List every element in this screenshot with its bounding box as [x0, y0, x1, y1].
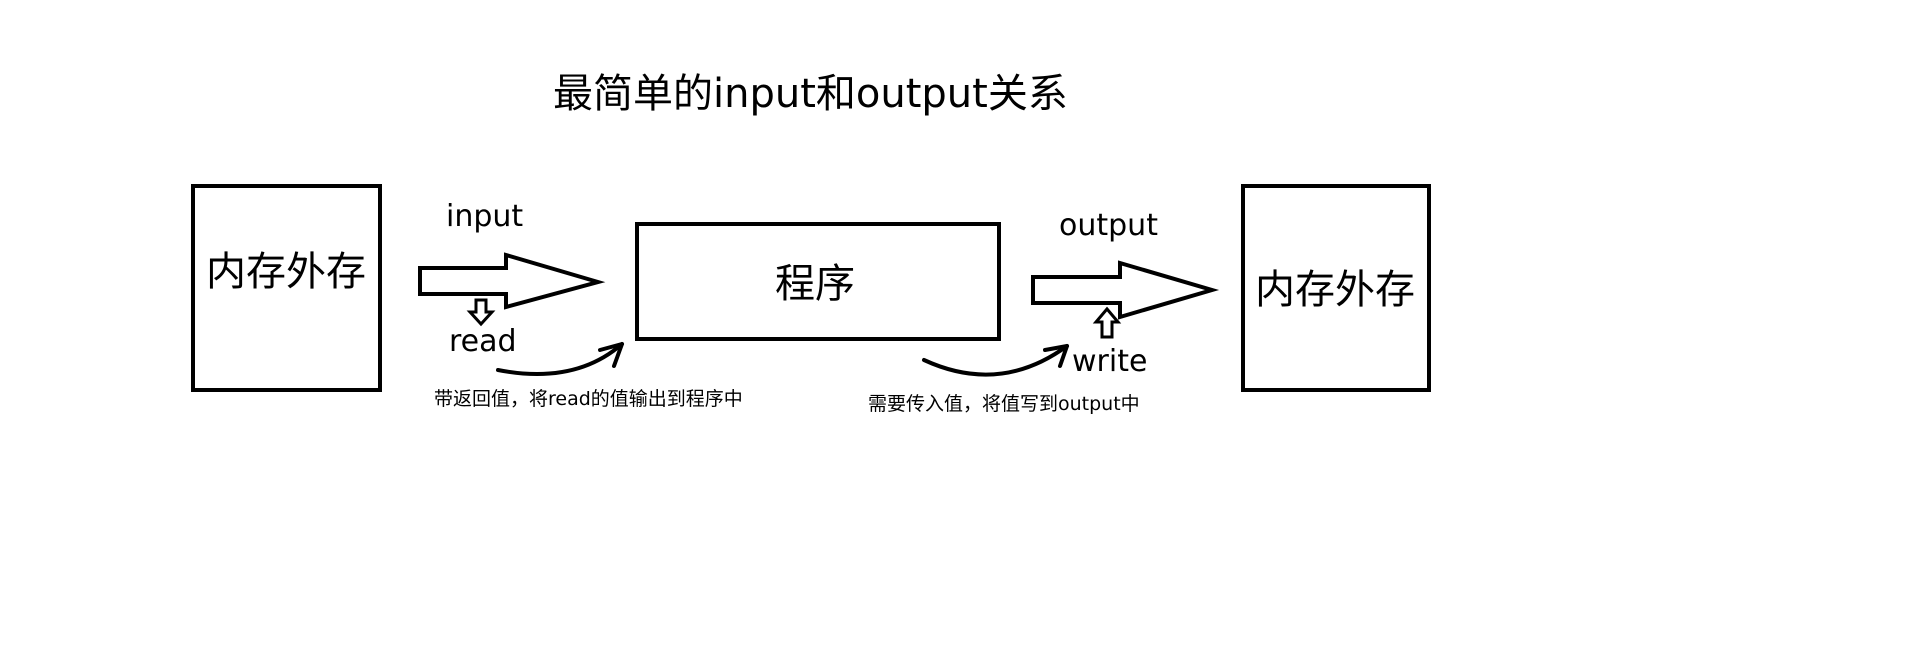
right-storage-label: 内存外存 — [1255, 267, 1415, 313]
input-label: input — [446, 199, 524, 234]
read-label: read — [449, 324, 517, 359]
output-arrow — [1031, 260, 1220, 320]
input-arrow — [418, 252, 606, 310]
write-note: 需要传入值，将值写到output中 — [868, 393, 1140, 415]
write-curve-arrowhead — [1043, 344, 1069, 368]
read-curve-arrow — [496, 342, 624, 376]
left-storage-label: 内存外存 — [206, 249, 366, 295]
write-curve-arrow — [922, 344, 1069, 377]
program-box — [635, 222, 1001, 341]
read-note: 带返回值，将read的值输出到程序中 — [434, 388, 743, 410]
output-label: output — [1059, 208, 1158, 243]
diagram-title: 最简单的input和output关系 — [553, 71, 1068, 117]
write-up-arrow — [1092, 306, 1122, 339]
read-curve-arrowhead — [598, 342, 624, 368]
left-storage-box — [191, 184, 382, 392]
read-down-arrow — [466, 298, 496, 327]
program-label: 程序 — [775, 261, 855, 307]
right-storage-box — [1241, 184, 1431, 392]
write-label: write — [1072, 344, 1148, 379]
